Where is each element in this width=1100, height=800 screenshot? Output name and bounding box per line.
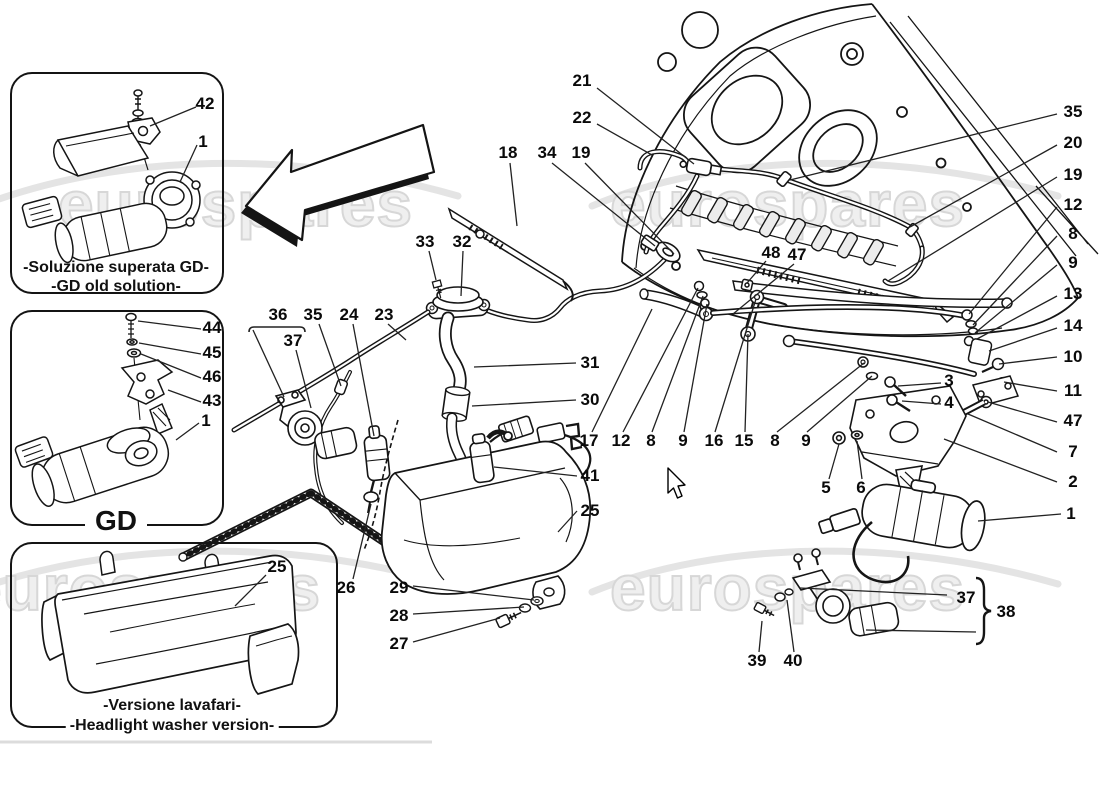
part-callout-20: 20: [1063, 133, 1083, 152]
part-callout-13: 13: [1063, 284, 1083, 303]
hood-panel: [621, 3, 1099, 338]
part-callout-26: 26: [336, 578, 356, 597]
part-callout-25: 25: [580, 501, 600, 520]
part-callout-25: 25: [267, 557, 287, 576]
part-callout-34: 34: [537, 143, 557, 162]
part-callout-7: 7: [1068, 442, 1078, 461]
part-callout-23: 23: [374, 305, 394, 324]
part-callout-47: 47: [787, 245, 807, 264]
part-callout-8: 8: [646, 431, 656, 450]
watermark-text: eurospares: [609, 552, 966, 624]
part-callout-19: 19: [571, 143, 591, 162]
part-callout-27: 27: [389, 634, 409, 653]
part-callout-12: 12: [1063, 195, 1083, 214]
grommet: [655, 241, 681, 263]
part-callout-21: 21: [572, 71, 592, 90]
part-callout-45: 45: [202, 343, 222, 362]
part-callout-42: 42: [195, 94, 215, 113]
part-callout-6: 6: [856, 478, 866, 497]
wiper-motor: [818, 479, 986, 584]
washer-tubes: [483, 149, 925, 323]
part-callout-30: 30: [580, 390, 600, 409]
part-callout-35: 35: [303, 305, 323, 324]
caption-headlight-washer-it: -Versione lavafari-: [99, 697, 245, 715]
inset-box-old-gd-solution: [10, 72, 224, 294]
part-callout-22: 22: [572, 108, 592, 127]
part-callout-35: 35: [1063, 102, 1083, 121]
brace-38: [975, 576, 992, 646]
part-callout-16: 16: [704, 431, 724, 450]
pump-41: [469, 429, 513, 484]
part-callout-3: 3: [944, 371, 954, 390]
part-callout-5: 5: [821, 478, 831, 497]
washer-reservoir: [380, 429, 592, 629]
part-callout-17: 17: [579, 431, 599, 450]
inset-headlight-washer-drawing: [41, 550, 300, 695]
part-callout-1: 1: [201, 411, 211, 430]
part-callout-33: 33: [415, 232, 435, 251]
part-callout-44: 44: [202, 318, 222, 337]
part-callout-12: 12: [611, 431, 631, 450]
part-callout-9: 9: [801, 431, 811, 450]
part-callout-37: 37: [956, 588, 976, 607]
part-callout-41: 41: [580, 466, 600, 485]
tube-fittings: [640, 157, 919, 263]
part-callout-47: 47: [1063, 411, 1083, 430]
part-callout-9: 9: [678, 431, 688, 450]
part-callout-14: 14: [1063, 316, 1083, 335]
tube-23: [231, 309, 431, 433]
part-callout-29: 29: [389, 578, 409, 597]
hood-vent-slats: [680, 190, 884, 266]
washer-pump-24: [363, 425, 391, 514]
part-callout-24: 24: [339, 305, 359, 324]
inset-old-gd-drawing: [21, 89, 201, 264]
part-callout-28: 28: [389, 606, 409, 625]
part-callout-8: 8: [770, 431, 780, 450]
direction-arrow: [241, 123, 436, 247]
part-callout-38: 38: [996, 602, 1016, 621]
part-callout-43: 43: [202, 391, 222, 410]
part-callout-10: 10: [1063, 347, 1083, 366]
part-callout-15: 15: [734, 431, 754, 450]
motor-mount-bracket: [832, 376, 967, 499]
part-callout-48: 48: [761, 243, 781, 262]
part-callout-1: 1: [1066, 504, 1076, 523]
horn-36-37: [274, 389, 358, 460]
caption-gd: GD: [85, 505, 147, 537]
part-callout-36: 36: [268, 305, 288, 324]
caption-old-solution-it: -Soluzione superata GD-: [23, 259, 209, 276]
left-wiper-blade: [447, 207, 574, 302]
leader-lines: [137, 87, 1062, 653]
part-callout-4: 4: [944, 393, 954, 412]
horn-bottom: [753, 548, 992, 646]
part-callout-18: 18: [498, 143, 518, 162]
part-callout-32: 32: [452, 232, 472, 251]
caption-old-solution-en: -GD old solution-: [51, 278, 181, 295]
part-callout-9: 9: [1068, 253, 1078, 272]
part-callout-2: 2: [1068, 472, 1078, 491]
part-callout-8: 8: [1068, 224, 1078, 243]
part-callout-19: 19: [1063, 165, 1083, 184]
inset-gd-drawing: [14, 312, 174, 507]
part-callout-46: 46: [202, 367, 222, 386]
part-callout-11: 11: [1064, 381, 1082, 400]
part-callout-1: 1: [198, 132, 208, 151]
part-callout-37: 37: [283, 331, 303, 350]
part-callout-31: 31: [580, 353, 600, 372]
caption-headlight-washer-en: -Headlight washer version-: [65, 717, 279, 735]
group-bracket-36-37: [248, 326, 306, 333]
part-callout-40: 40: [783, 651, 803, 670]
part-callout-39: 39: [747, 651, 767, 670]
